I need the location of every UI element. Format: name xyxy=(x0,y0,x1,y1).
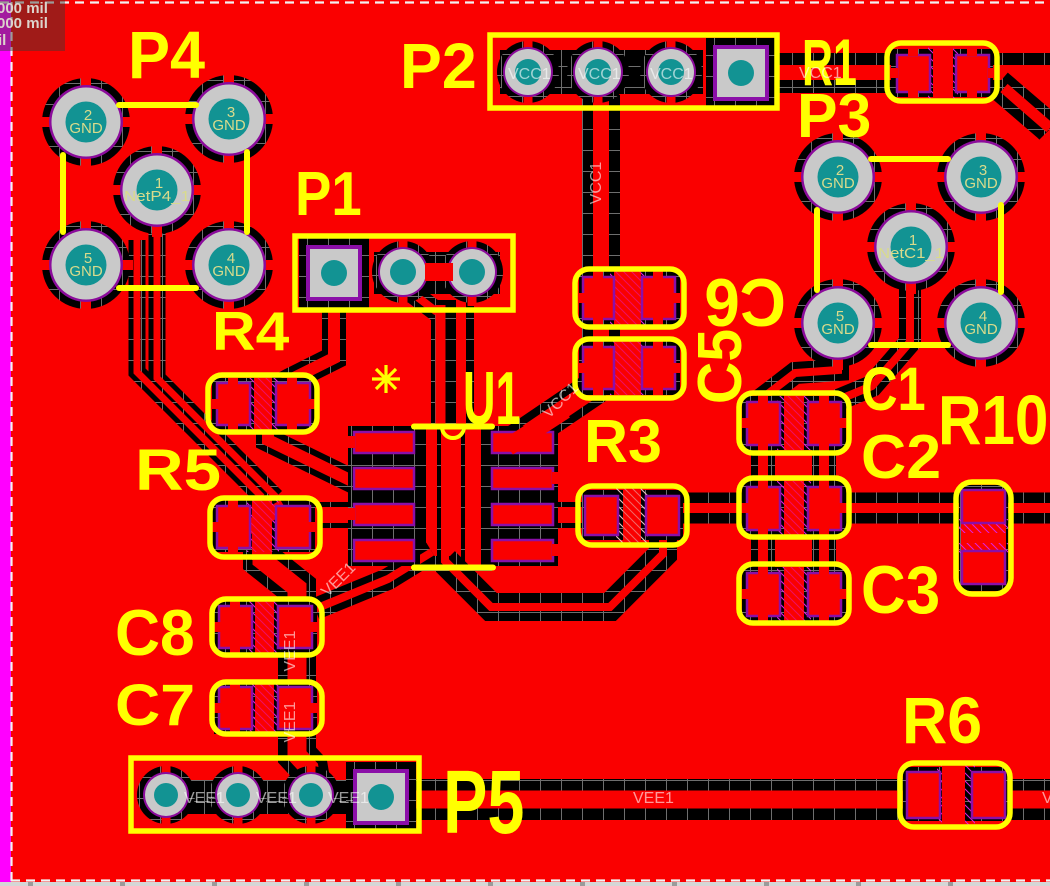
svg-text:5: 5 xyxy=(84,250,92,267)
svg-text:GND: GND xyxy=(212,263,246,280)
svg-text:C5: C5 xyxy=(685,329,755,404)
svg-text:GND: GND xyxy=(964,175,998,192)
svg-text:GND: GND xyxy=(69,263,103,280)
svg-text:2: 2 xyxy=(836,162,844,179)
svg-text:P1: P1 xyxy=(295,160,362,229)
svg-text:VEE1: VEE1 xyxy=(633,790,674,807)
svg-text:U1: U1 xyxy=(463,357,521,441)
svg-text:R5: R5 xyxy=(135,438,221,503)
svg-text:R10: R10 xyxy=(938,381,1048,459)
svg-text:5: 5 xyxy=(836,308,844,325)
svg-text:C7: C7 xyxy=(115,672,195,737)
svg-text:1: 1 xyxy=(909,232,917,249)
svg-text:GND: GND xyxy=(69,120,103,137)
svg-text:VEE1: VEE1 xyxy=(282,630,299,671)
svg-text:VCC1: VCC1 xyxy=(578,66,621,83)
svg-text:C1: C1 xyxy=(861,355,926,424)
svg-text:C2: C2 xyxy=(861,423,941,492)
svg-text:1: 1 xyxy=(155,175,163,192)
svg-text:VCC1: VCC1 xyxy=(588,162,605,205)
svg-text:P3: P3 xyxy=(797,81,871,151)
svg-text:R3: R3 xyxy=(584,407,662,475)
svg-text:4: 4 xyxy=(227,250,235,267)
svg-text:GND: GND xyxy=(821,321,855,338)
svg-text:VEE1: VEE1 xyxy=(256,790,297,807)
svg-text:VEE1: VEE1 xyxy=(328,790,369,807)
svg-text:VEE1: VEE1 xyxy=(184,790,225,807)
svg-text:NetP4_1: NetP4_1 xyxy=(124,188,190,205)
svg-text:VEE1: VEE1 xyxy=(1042,790,1050,807)
svg-text:4: 4 xyxy=(979,308,987,325)
svg-text:GND: GND xyxy=(964,321,998,338)
svg-text:VCC1: VCC1 xyxy=(508,66,551,83)
svg-text:000 mil: 000 mil xyxy=(0,15,48,32)
svg-text:C8: C8 xyxy=(115,596,195,669)
svg-text:3: 3 xyxy=(979,162,987,179)
svg-text:GND: GND xyxy=(821,175,855,192)
svg-text:R6: R6 xyxy=(902,684,982,758)
svg-text:VCC1: VCC1 xyxy=(650,66,693,83)
svg-text:P4: P4 xyxy=(128,17,205,92)
svg-text:C3: C3 xyxy=(861,551,940,627)
svg-text:R1: R1 xyxy=(802,26,857,100)
svg-text:C6: C6 xyxy=(704,264,786,340)
svg-text:il: il xyxy=(0,32,6,49)
svg-text:R4: R4 xyxy=(212,301,289,362)
svg-text:P5: P5 xyxy=(443,751,524,852)
svg-text:GND: GND xyxy=(212,117,246,134)
svg-text:000 mil: 000 mil xyxy=(0,0,48,17)
svg-text:NetC1_1: NetC1_1 xyxy=(878,245,944,262)
svg-text:2: 2 xyxy=(84,107,92,124)
svg-text:P2: P2 xyxy=(400,31,477,102)
svg-text:VEE1: VEE1 xyxy=(282,701,299,742)
svg-text:3: 3 xyxy=(227,104,235,121)
svg-text:VCC1: VCC1 xyxy=(799,65,842,82)
